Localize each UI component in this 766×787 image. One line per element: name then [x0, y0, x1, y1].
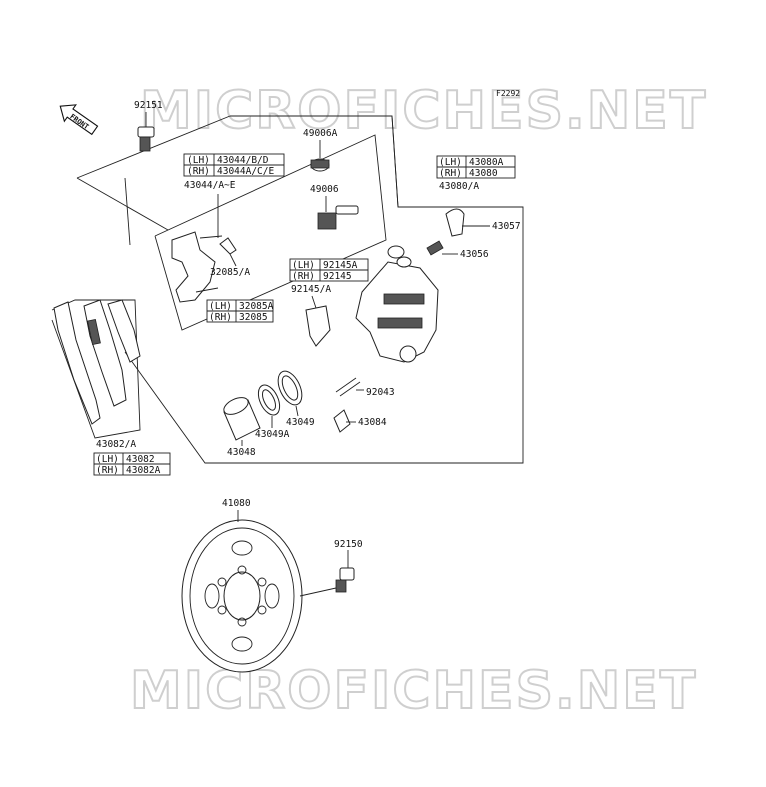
piston-43048	[223, 397, 261, 446]
label-49006A: 49006A	[303, 128, 338, 139]
svg-text:43080: 43080	[469, 168, 498, 179]
table-43080: (LH) 43080A (RH) 43080	[436, 155, 516, 179]
svg-text:32085A: 32085A	[239, 301, 274, 312]
caliper-body	[355, 245, 439, 363]
table-43044: (LH) 43044/B/D (RH) 43044A/C/E	[183, 153, 285, 177]
svg-text:(LH): (LH)	[439, 157, 462, 168]
pin-92043	[335, 377, 364, 397]
brake-disc-41080	[181, 510, 337, 673]
svg-text:43044/B/D: 43044/B/D	[217, 155, 269, 166]
svg-text:(RH): (RH)	[292, 271, 315, 282]
table-43082: (LH) 43082 (RH) 43082A	[93, 452, 171, 476]
label-92151: 92151	[134, 100, 163, 111]
watermark-bottom: MICROFICHES.NET	[130, 661, 697, 721]
svg-text:(LH): (LH)	[96, 454, 119, 465]
label-43049: 43049	[286, 417, 315, 428]
svg-text:(LH): (LH)	[292, 260, 315, 271]
svg-text:(RH): (RH)	[439, 168, 462, 179]
svg-text:(RH): (RH)	[96, 465, 119, 476]
boot-49006	[317, 196, 359, 230]
clip-43084	[333, 409, 356, 433]
bolt-92150	[335, 550, 355, 593]
caliper-bracket	[171, 194, 223, 303]
clip-32085	[219, 237, 237, 267]
seal-43049	[277, 370, 303, 417]
front-arrow-icon: FRONT	[59, 104, 99, 136]
label-41080: 41080	[222, 498, 251, 509]
pads-outline	[51, 299, 141, 439]
svg-text:43080A: 43080A	[469, 157, 504, 168]
svg-text:(LH): (LH)	[187, 155, 210, 166]
label-43044-A-E: 43044/A~E	[184, 180, 236, 191]
svg-text:43044A/C/E: 43044A/C/E	[217, 166, 274, 177]
spring-92145	[305, 295, 331, 347]
brake-pads	[53, 299, 141, 425]
label-43048: 43048	[227, 447, 256, 458]
label-43056: 43056	[460, 249, 489, 260]
figure-code: F2292	[496, 89, 520, 98]
svg-text:(RH): (RH)	[187, 166, 210, 177]
svg-text:43082: 43082	[126, 454, 155, 465]
svg-text:32085: 32085	[239, 312, 268, 323]
seal-43049A	[257, 384, 281, 428]
assembly-outline	[76, 115, 524, 464]
label-43080-A: 43080/A	[439, 181, 479, 192]
table-92145: (LH) 92145A (RH) 92145	[289, 258, 369, 282]
watermark-top: MICROFICHES.NET	[140, 81, 707, 141]
label-43082-A: 43082/A	[96, 439, 136, 450]
boot-49006A	[310, 140, 330, 172]
bracket-outline	[154, 134, 387, 331]
label-43049A: 43049A	[255, 429, 290, 440]
svg-text:(RH): (RH)	[209, 312, 232, 323]
label-43084: 43084	[358, 417, 387, 428]
bolt-92151	[137, 112, 155, 152]
svg-text:92145A: 92145A	[323, 260, 358, 271]
label-92150: 92150	[334, 539, 363, 550]
label-92145-A: 92145/A	[291, 284, 331, 295]
label-32085-A: 32085/A	[210, 267, 250, 278]
valve-43056	[426, 240, 458, 256]
label-49006: 49006	[310, 184, 339, 195]
label-43057: 43057	[492, 221, 521, 232]
svg-text:43082A: 43082A	[126, 465, 161, 476]
svg-text:(LH): (LH)	[209, 301, 232, 312]
svg-text:92145: 92145	[323, 271, 352, 282]
label-92043: 92043	[366, 387, 395, 398]
cap-43057	[445, 208, 490, 237]
table-32085: (LH) 32085A (RH) 32085	[206, 299, 274, 323]
